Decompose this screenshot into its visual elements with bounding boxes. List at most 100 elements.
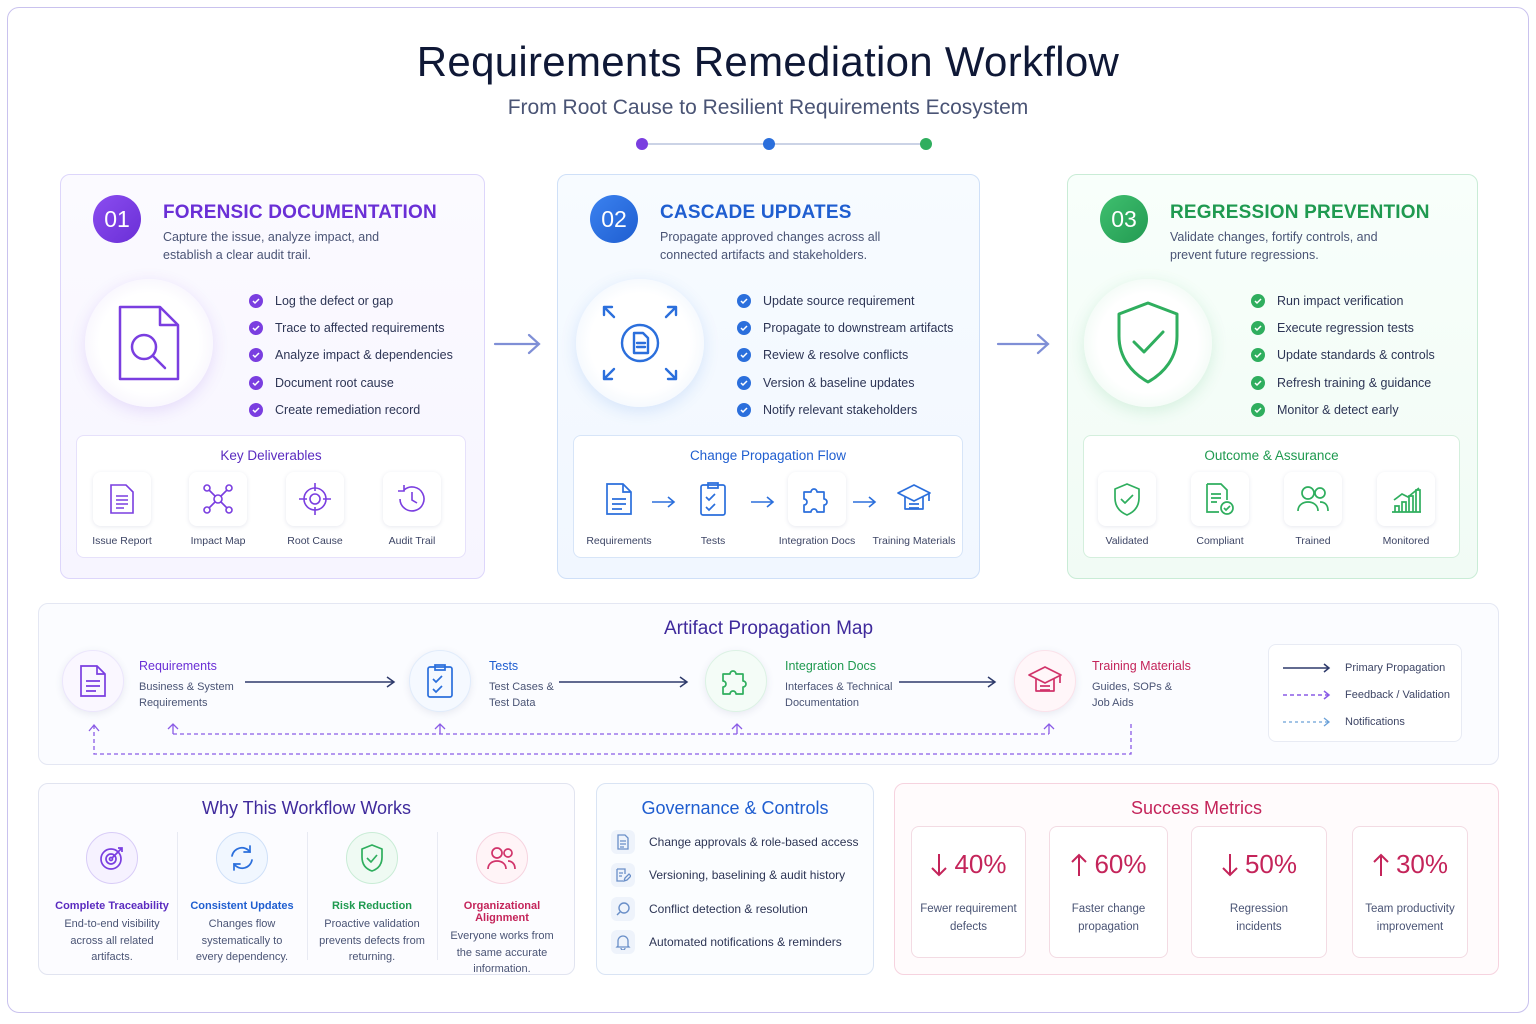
box-title: Success Metrics bbox=[1130, 798, 1263, 818]
check-icon bbox=[249, 320, 263, 335]
checklist-item: Version & baseline updates bbox=[737, 369, 953, 396]
governance-box: Governance & Controls Change approvals &… bbox=[596, 783, 874, 975]
progress-dot-3 bbox=[920, 138, 932, 150]
outcome-assurance-box: Outcome & Assurance Validated Compliant … bbox=[1083, 435, 1460, 558]
phase-progress-dots bbox=[636, 138, 932, 150]
history-icon bbox=[383, 472, 441, 526]
arrow-right-icon bbox=[493, 333, 541, 355]
document-expand-icon bbox=[576, 279, 704, 407]
search-icon bbox=[611, 897, 635, 921]
checklist-item: Update source requirement bbox=[737, 287, 953, 314]
tile-label: Impact Map bbox=[190, 535, 246, 547]
shield-check-icon bbox=[1098, 472, 1156, 526]
phase-checklist: Log the defect or gap Trace to affected … bbox=[249, 287, 453, 423]
checklist-icon bbox=[409, 650, 471, 712]
checklist-item: Log the defect or gap bbox=[249, 287, 453, 314]
check-icon bbox=[737, 320, 751, 335]
check-icon bbox=[249, 293, 263, 308]
tile-label: Monitored bbox=[1382, 535, 1430, 547]
document-icon bbox=[590, 472, 648, 526]
checklist-item: Analyze impact & dependencies bbox=[249, 342, 453, 369]
governance-item: Change approvals & role-based access bbox=[611, 830, 858, 854]
document-icon bbox=[93, 472, 151, 526]
target-icon bbox=[86, 832, 138, 884]
why-item: Consistent Updates Changes flow systemat… bbox=[177, 832, 307, 966]
phase-description: Capture the issue, analyze impact, and e… bbox=[163, 230, 380, 262]
puzzle-icon bbox=[788, 472, 846, 526]
target-icon bbox=[286, 472, 344, 526]
tile-label: Training Materials bbox=[872, 535, 956, 547]
phase-number: 02 bbox=[590, 195, 638, 243]
change-propagation-box: Change Propagation Flow Requirements Tes… bbox=[573, 435, 963, 558]
governance-item: Automated notifications & reminders bbox=[611, 930, 842, 954]
network-icon bbox=[189, 472, 247, 526]
page-subtitle: From Root Cause to Resilient Requirement… bbox=[507, 96, 1029, 119]
document-check-icon bbox=[1191, 472, 1249, 526]
document-icon bbox=[611, 830, 635, 854]
check-icon bbox=[1251, 320, 1265, 335]
node-title: Integration Docs bbox=[785, 659, 877, 673]
progress-dot-2 bbox=[763, 138, 775, 150]
checklist-item: Execute regression tests bbox=[1251, 314, 1435, 341]
why-item: Organizational Alignment Everyone works … bbox=[437, 832, 567, 978]
phase-panel-regression: 03 REGRESSION PREVENTION Validate change… bbox=[1067, 174, 1478, 579]
shield-check-icon bbox=[346, 832, 398, 884]
map-title: Artifact Propagation Map bbox=[663, 618, 874, 639]
node-title: Tests bbox=[489, 659, 519, 673]
metric-value: 60% bbox=[1094, 849, 1147, 879]
tile-label: Tests bbox=[700, 535, 726, 547]
why-item: Risk Reduction Proactive validation prev… bbox=[307, 832, 437, 966]
arrow-right-icon bbox=[751, 496, 775, 508]
tile-label: Issue Report bbox=[92, 535, 152, 547]
why-workflow-box: Why This Workflow Works Complete Traceab… bbox=[38, 783, 575, 975]
tile-label: Trained bbox=[1295, 535, 1331, 547]
checklist-item: Update standards & controls bbox=[1251, 342, 1435, 369]
legend-primary: Primary Propagation bbox=[1283, 661, 1445, 675]
phase-description: Validate changes, fortify controls, and … bbox=[1170, 230, 1378, 262]
document-search-icon bbox=[85, 279, 213, 407]
page-title: Requirements Remediation Workflow bbox=[416, 38, 1120, 85]
check-icon bbox=[1251, 348, 1265, 363]
artifact-propagation-map: Artifact Propagation Map Requirements Bu… bbox=[38, 603, 1499, 765]
graduation-cap-icon bbox=[1014, 650, 1076, 712]
checklist-item: Document root cause bbox=[249, 369, 453, 396]
phase-title: FORENSIC DOCUMENTATION bbox=[163, 202, 437, 223]
arrow-up-icon bbox=[1071, 853, 1088, 876]
arrow-right-icon bbox=[652, 496, 676, 508]
users-icon bbox=[476, 832, 528, 884]
legend-feedback: Feedback / Validation bbox=[1283, 688, 1450, 702]
node-title: Training Materials bbox=[1092, 659, 1191, 673]
bar-chart-icon bbox=[1377, 472, 1435, 526]
governance-item: Versioning, baselining & audit history bbox=[611, 863, 845, 887]
tile-label: Validated bbox=[1105, 535, 1149, 547]
puzzle-icon bbox=[705, 650, 767, 712]
map-legend: Primary Propagation Feedback / Validatio… bbox=[1268, 644, 1462, 742]
phase-checklist: Update source requirement Propagate to d… bbox=[737, 287, 953, 423]
propagation-arrows bbox=[88, 676, 1132, 755]
arrow-down-icon bbox=[931, 853, 948, 876]
arrow-right-icon bbox=[853, 496, 877, 508]
sub-title: Change Propagation Flow bbox=[689, 448, 847, 463]
node-title: Requirements bbox=[139, 659, 217, 673]
check-icon bbox=[737, 402, 751, 417]
check-icon bbox=[249, 402, 263, 417]
box-title: Why This Workflow Works bbox=[201, 798, 412, 818]
tile-label: Audit Trail bbox=[388, 535, 436, 547]
check-icon bbox=[249, 348, 263, 363]
edit-icon bbox=[611, 863, 635, 887]
tile-label: Compliant bbox=[1196, 535, 1244, 547]
metric-value: 30% bbox=[1395, 849, 1449, 879]
checklist-item: Refresh training & guidance bbox=[1251, 369, 1435, 396]
governance-item: Conflict detection & resolution bbox=[611, 897, 808, 921]
metric-value: 40% bbox=[954, 849, 1007, 879]
why-item: Complete Traceability End-to-end visibil… bbox=[47, 832, 177, 966]
check-icon bbox=[1251, 293, 1265, 308]
phase-title: CASCADE UPDATES bbox=[660, 202, 852, 223]
